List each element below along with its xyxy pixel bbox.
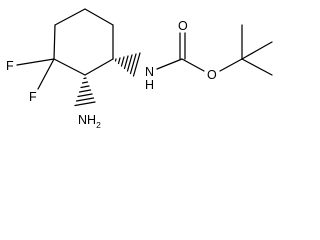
- bond-c-f2: [37, 58, 55, 90]
- hashed-wedge-bond-nh2: [74, 77, 96, 107]
- ring-bonds: [53, 8, 114, 76]
- atom-label-carbamate-h: H: [145, 78, 154, 92]
- atom-label-fluorine-1: F: [6, 59, 14, 73]
- atom-label-ester-o: O: [207, 68, 217, 82]
- bond-ester-o-tbu: [219, 58, 243, 72]
- amine-subscript: 2: [96, 120, 101, 130]
- bond-tbu-methyl-bottom: [241, 58, 273, 76]
- hashed-wedge-bond-nh: [114, 52, 141, 77]
- atom-label-amine: NH2: [78, 113, 101, 130]
- ring-bond-6: [54, 8, 86, 26]
- atom-label-carbonyl-o: O: [178, 19, 188, 33]
- bond-c-f1: [16, 58, 55, 66]
- bond-n-carbonyl: [156, 58, 183, 70]
- atom-label-carbamate-n: N: [145, 65, 154, 79]
- ring-bond-5: [53, 24, 56, 60]
- atom-label-fluorine-2: F: [29, 90, 37, 104]
- bond-tbu-methyl-right: [241, 41, 273, 60]
- molecule-structure: F F NH2 N H O O: [6, 8, 273, 130]
- ring-bond-3: [84, 58, 114, 76]
- ring-bond-1: [84, 8, 114, 26]
- bond-carbonyl-ester-o: [181, 58, 205, 72]
- ring-bond-4: [53, 58, 86, 76]
- amine-symbol: NH: [78, 113, 96, 127]
